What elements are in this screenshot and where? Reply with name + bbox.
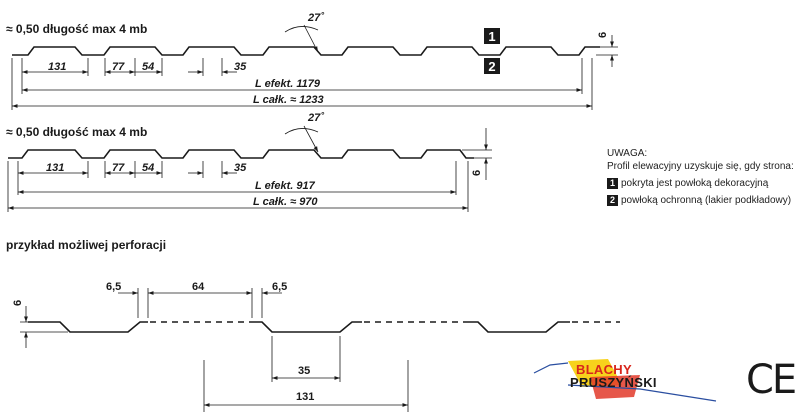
brand-logo: BLACHY PRUSZYŃSKI [530,355,720,415]
perf-d65b: 6,5 [272,281,287,293]
side2-badge [484,58,500,74]
profile2-sheet [8,149,474,159]
note-text: Profil elewacyjny uzyskuje się, gdy stro… [607,161,794,172]
profile1-l-efekt: L efekt. 1179 [255,78,321,90]
note-item-1-text: pokryta jest powłoką dekoracyjną [621,178,769,189]
note-item-2-text: powłoką ochronną (lakier podkładowy) [621,195,792,206]
perf-d131: 131 [296,391,314,403]
profile1-d77: 77 [112,61,125,73]
logo-line2: PRUSZYŃSKI [570,375,657,390]
profile2-l-efekt: L efekt. 917 [255,180,316,192]
perforation-sheet-solid3 [468,321,570,333]
profile2-angle-arc [284,128,319,135]
profile1-sheet [12,46,600,56]
logo-line1: BLACHY [576,362,632,377]
note-box: UWAGA: Profil elewacyjny uzyskuje się, g… [607,147,794,207]
perf-height-label: 6 [12,300,24,306]
side1-badge [484,28,500,44]
profile1-d131: 131 [48,61,66,73]
profile1-angle-arc [284,26,319,33]
side1-badge-num: 1 [488,29,495,44]
profile1-angle-leader [303,24,319,53]
profile2-angle: 27˚ [307,112,324,124]
perforation-sheet-solid [28,321,148,333]
note-item-1-badge: 1 [607,178,618,189]
profile2-l-calk: L całk. ≈ 970 [253,196,318,208]
note-item-2-badge: 2 [607,195,618,206]
side2-badge-num: 2 [488,59,495,74]
note-title: UWAGA: [607,148,648,159]
profile2-d54: 54 [142,162,154,174]
note-item-1: 1 pokryta jest powłoką dekoracyjną [607,177,794,190]
profile2-height-label: 6 [471,170,483,176]
profile1-d35: 35 [234,61,247,73]
profile1-height-label: 6 [597,32,609,38]
profile1-heading: ≈ 0,50 długość max 4 mb [6,22,147,36]
profile1-l-calk: L całk. ≈ 1233 [253,94,324,106]
note-item-2: 2 powłoką ochronną (lakier podkładowy) [607,194,794,207]
profile2-d77: 77 [112,162,125,174]
perf-d35: 35 [298,365,310,377]
logo-graphic [533,359,717,402]
profile2-angle-leader [303,125,319,153]
profile2-d131: 131 [46,162,64,174]
profile2-d35: 35 [234,162,247,174]
perforation-heading: przykład możliwej perforacji [6,238,166,252]
perf-d65a: 6,5 [106,281,121,293]
profile2-heading: ≈ 0,50 długość max 4 mb [6,125,147,139]
profile1-angle: 27˚ [307,12,324,24]
profile1-d54: 54 [142,61,154,73]
perforation-sheet-solid2 [252,321,362,333]
perf-d64: 64 [192,281,205,293]
ce-mark: CE [746,357,797,403]
